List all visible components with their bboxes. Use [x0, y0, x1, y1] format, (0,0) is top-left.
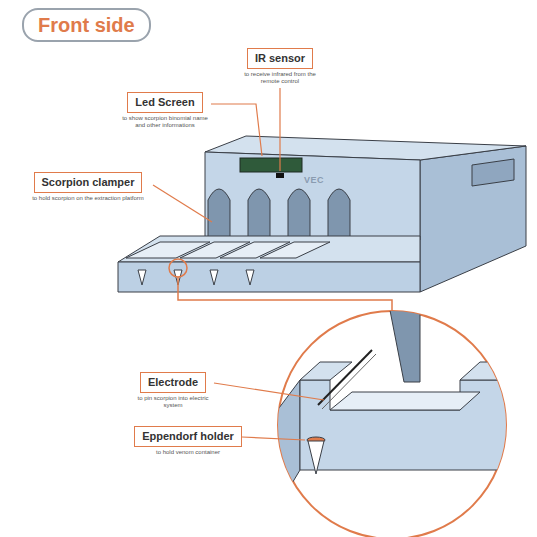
part-description: to receive infrared from the remote cont… — [235, 71, 325, 85]
zoom-leader — [178, 277, 392, 311]
ir-sensor — [276, 173, 284, 178]
page-title: Front side — [22, 8, 151, 42]
callout-box: Electrode to pin scorpion into electric s… — [128, 372, 218, 409]
part-description: to show scorpion binomial name and other… — [121, 115, 209, 129]
platform-rail — [260, 242, 330, 258]
part-name: Scorpion clamper — [34, 172, 143, 193]
housing-side — [420, 146, 526, 292]
callout-box: Led Screen to show scorpion binomial name… — [121, 92, 209, 129]
logo-text: VEC — [304, 175, 324, 185]
channel-floor — [330, 392, 480, 410]
channel-side — [270, 380, 300, 520]
part-name: IR sensor — [247, 48, 313, 69]
eppendorf-tube — [308, 441, 324, 474]
callout-box: Eppendorf holder to hold venom container — [132, 426, 244, 456]
channel-front — [300, 380, 510, 470]
clamper-tip — [388, 300, 420, 382]
platform-front — [118, 262, 420, 292]
housing-front — [205, 152, 420, 240]
callout-box: IR sensor to receive infrared from the re… — [235, 48, 325, 85]
side-window — [472, 159, 514, 186]
electrode-wire — [318, 350, 372, 405]
part-description: to pin scorpion into electric system — [128, 395, 218, 409]
led-screen — [240, 158, 302, 172]
eppendorf-tips — [138, 270, 254, 285]
callout-box: Scorpion clamper to hold scorpion on the … — [32, 172, 145, 202]
part-description: to hold venom container — [132, 449, 244, 456]
channel-lip — [460, 362, 530, 380]
part-description: to hold scorpion on the extraction platf… — [32, 195, 145, 202]
part-name: Electrode — [140, 372, 206, 393]
part-name: Led Screen — [127, 92, 202, 113]
part-name: Eppendorf holder — [134, 426, 242, 447]
electrode-wire — [322, 354, 376, 409]
zoom-marker — [169, 259, 187, 277]
platform-top — [118, 236, 420, 262]
